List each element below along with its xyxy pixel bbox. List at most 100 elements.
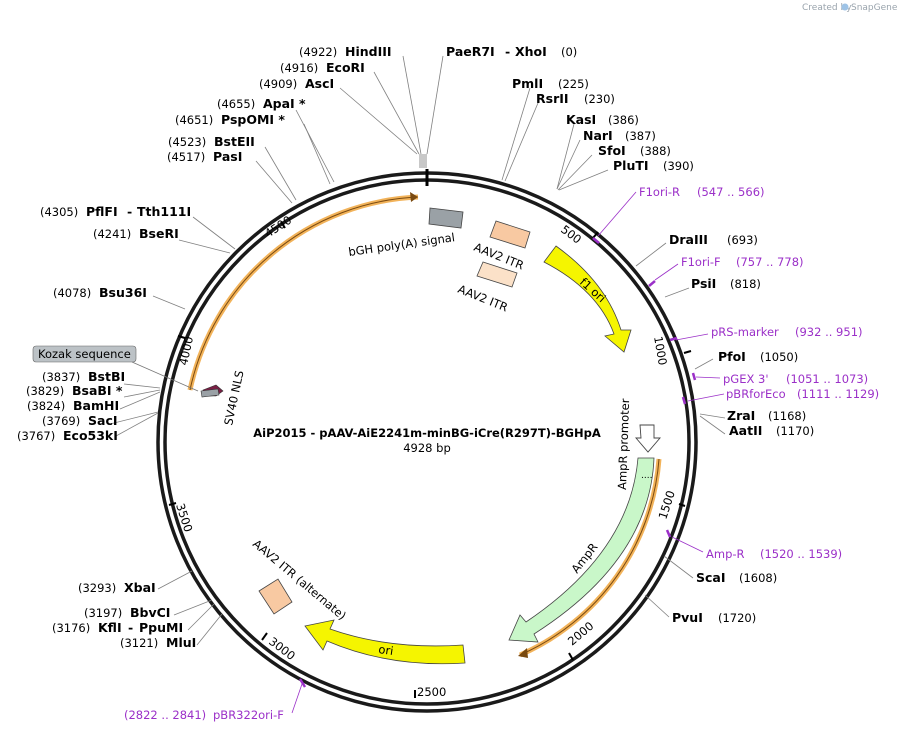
site-pasi[interactable]: (4517) PasI — [167, 149, 242, 164]
tick-labels: 500 1000 1500 2000 2500 3000 3500 4000 4… — [173, 213, 678, 699]
site-name: PspOMI * — [221, 112, 285, 127]
tick-label: 1500 — [656, 489, 678, 521]
credit-prefix: Created by — [802, 3, 852, 13]
site-kfli-ppumi[interactable]: (3176) KflI - PpuMI — [52, 620, 183, 635]
tick-label: 1000 — [651, 335, 670, 366]
site-xbai[interactable]: (3293) XbaI — [78, 580, 156, 595]
primer-f1ori-r[interactable]: F1ori-R (547 .. 566) — [639, 185, 765, 199]
primer-amp-r[interactable]: Amp-R (1520 .. 1539) — [706, 547, 842, 561]
site-zrai[interactable]: ZraI (1168) — [727, 408, 806, 423]
site-position: (4241) — [93, 227, 131, 241]
site-pfoi[interactable]: PfoI (1050) — [718, 349, 798, 364]
site-bseri[interactable]: (4241) BseRI — [93, 226, 179, 241]
primer-name: pGEX 3' — [723, 372, 769, 386]
site-pmli[interactable]: PmlI (225) — [512, 76, 589, 91]
site-name: PasI — [213, 149, 242, 164]
feature-label-sv40-nls: SV40 NLS — [221, 369, 246, 426]
orf-highlights — [187, 192, 662, 658]
site-position: (4916) — [280, 61, 318, 75]
feature-bgh-polya[interactable]: bGH poly(A) signal — [347, 207, 464, 259]
site-nari[interactable]: NarI (387) — [583, 128, 656, 143]
feature-label-aav2-itr-alt: AAV2 ITR (alternate) — [250, 537, 349, 623]
feature-ampr[interactable]: .... AmpR — [508, 457, 655, 643]
feature-aav2-itr-2[interactable]: AAV2 ITR — [456, 261, 518, 314]
site-name: BsaBI * — [72, 383, 123, 398]
feature-label-ampr-dots: .... — [641, 471, 652, 481]
site-ecori[interactable]: (4916) EcoRI — [280, 60, 365, 75]
site-name: BstBI — [88, 369, 125, 384]
site-apai[interactable]: (4655) ApaI * — [217, 96, 306, 111]
site-name: BbvCI — [130, 605, 170, 620]
site-bstbi[interactable]: (3837) BstBI — [42, 369, 125, 384]
primer-range: (1520 .. 1539) — [760, 547, 842, 561]
site-name: NarI — [583, 128, 613, 143]
site-rsrii[interactable]: RsrII (230) — [536, 91, 615, 106]
site-pflfi-tth111i[interactable]: (4305) PflFI - Tth111I — [40, 204, 191, 219]
site-name: AscI — [305, 76, 334, 91]
site-bsabi[interactable]: (3829) BsaBI * — [26, 383, 123, 398]
primer-pbr322ori-f[interactable]: (2822 .. 2841) pBR322ori-F — [124, 708, 284, 722]
site-name: SacI — [88, 413, 118, 428]
site-saci[interactable]: (3769) SacI — [42, 413, 118, 428]
site-aatii[interactable]: AatII (1170) — [729, 423, 814, 438]
primer-bars — [298, 237, 697, 688]
primer-range: (757 .. 778) — [736, 255, 804, 269]
site-name: Bsu36I — [99, 285, 147, 300]
feature-sv40-nls[interactable]: SV40 NLS — [200, 369, 247, 427]
site-position: (4922) — [299, 45, 337, 59]
site-sfoi[interactable]: SfoI (388) — [598, 143, 671, 158]
feature-aav2-itr-alternate[interactable]: AAV2 ITR (alternate) — [250, 537, 349, 623]
site-name-2: PpuMI — [139, 620, 183, 635]
site-name: ApaI * — [263, 96, 306, 111]
site-pspomi[interactable]: (4651) PspOMI * — [175, 112, 285, 127]
site-name: PfoI — [718, 349, 746, 364]
site-bsu36i[interactable]: (4078) Bsu36I — [53, 285, 147, 300]
site-leader-lines — [109, 55, 726, 646]
site-pluti[interactable]: PluTI (390) — [613, 158, 694, 173]
primer-pgex-3[interactable]: pGEX 3' (1051 .. 1073) — [723, 372, 868, 386]
site-position: (3824) — [27, 399, 65, 413]
site-separator: - — [505, 44, 510, 59]
scale-ticks — [168, 221, 692, 698]
site-name: RsrII — [536, 91, 569, 106]
site-position: (3293) — [78, 581, 116, 595]
primer-range: (2822 .. 2841) — [124, 708, 206, 722]
site-position: (3176) — [52, 621, 90, 635]
snapgene-logo-icon — [841, 3, 849, 11]
site-pvui[interactable]: PvuI (1720) — [672, 610, 756, 625]
feature-label-bgh: bGH poly(A) signal — [347, 230, 455, 259]
tick-label: 4000 — [176, 335, 196, 367]
primer-f1ori-f[interactable]: F1ori-F (757 .. 778) — [681, 255, 804, 269]
feature-kozak-sequence[interactable]: Kozak sequence — [32, 345, 199, 392]
feature-label-ori: ori — [378, 642, 395, 658]
site-position: (386) — [608, 113, 639, 127]
site-position: (390) — [663, 159, 694, 173]
site-name: BseRI — [139, 226, 179, 241]
primer-pbrforeco[interactable]: pBRforEco (1111 .. 1129) — [726, 387, 879, 401]
site-bsteii[interactable]: (4523) BstEII — [168, 134, 255, 149]
site-name: BamHI — [73, 398, 119, 413]
site-hindiii[interactable]: (4922) HindIII — [299, 44, 392, 59]
site-name: ZraI — [727, 408, 755, 423]
feature-aav2-itr[interactable]: AAV2 ITR — [472, 220, 531, 272]
primer-prs-marker[interactable]: pRS-marker (932 .. 951) — [711, 325, 863, 339]
primer-name: Amp-R — [706, 547, 745, 561]
snapgene-credit[interactable]: Created by SnapGene — [802, 3, 898, 13]
feature-ori[interactable]: ori — [304, 619, 466, 665]
site-eco53ki[interactable]: (3767) Eco53kI — [17, 428, 118, 443]
site-paer7i-xhoi[interactable]: PaeR7I - XhoI (0) — [446, 44, 577, 59]
site-mlui[interactable]: (3121) MluI — [120, 635, 196, 650]
site-psii[interactable]: PsiI (818) — [691, 276, 761, 291]
site-draiii[interactable]: DraIII (693) — [669, 232, 758, 247]
site-scai[interactable]: ScaI (1608) — [696, 570, 777, 585]
site-kasi[interactable]: KasI (386) — [566, 112, 639, 127]
primer-range: (547 .. 566) — [697, 185, 765, 199]
site-bbvci[interactable]: (3197) BbvCI — [84, 605, 170, 620]
feature-ampr-promoter[interactable]: AmpR promoter — [615, 398, 661, 490]
site-asci[interactable]: (4909) AscI — [259, 76, 334, 91]
site-name: BstEII — [214, 134, 255, 149]
site-name: PsiI — [691, 276, 716, 291]
site-name: PvuI — [672, 610, 703, 625]
site-bamhi[interactable]: (3824) BamHI — [27, 398, 119, 413]
